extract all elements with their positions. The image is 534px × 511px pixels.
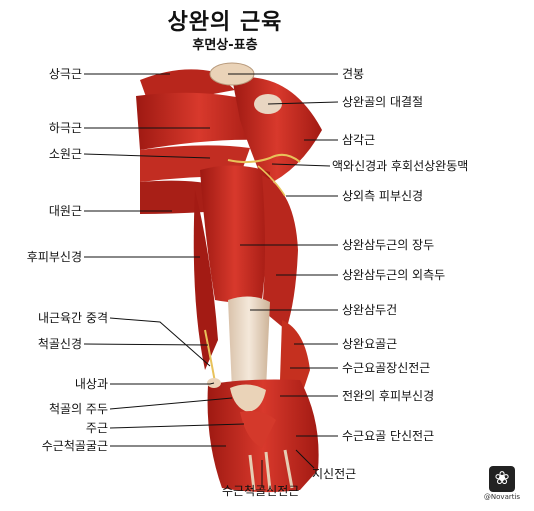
triceps-lateral-head-muscle [262,175,298,330]
leader-lines-left [83,73,245,447]
novartis-logo-icon: ❀ [489,466,515,492]
label-flexor-carpi-ulnaris: 수근척골굴근 [41,439,108,453]
triceps-long-head-muscle [200,165,270,303]
leader-lines-right [228,73,339,469]
label-greater-tubercle: 상완골의 대결절 [342,95,424,109]
logo-text: @Novartis [483,493,521,501]
infraspinatus-muscle [136,92,262,150]
label-olecranon: 척골의 주두 [48,402,108,416]
medial-muscle-band [193,190,218,370]
label-triceps-lateral-head: 상완삼두근의 외측두 [342,268,446,282]
ulnar-nerve [204,329,216,383]
label-axillary-nerve: 액와신경과 후회선상완동맥 [332,159,469,173]
axillary-nerve [227,153,301,164]
label-infraspinatus: 하극근 [48,121,82,135]
label-teres-major: 대원근 [48,204,82,218]
label-ecr-brevis: 수근요골 단신전근 [342,429,435,443]
label-posterior-cutaneous-nerve: 후피부신경 [26,250,82,264]
label-deltoid: 삼각근 [342,133,376,147]
forearm-tendons [248,449,294,491]
label-anconeus: 주근 [85,421,108,435]
label-ulnar-nerve: 척골신경 [37,337,82,351]
triceps-tendon [228,296,270,395]
novartis-logo: ❀ @Novartis [482,466,522,502]
diagram-subtitle: 후면상-표층 [192,38,258,53]
label-forearm-posterior-cutaneous-nerve: 전완의 후피부신경 [342,389,435,403]
label-supraspinatus: 상극근 [48,67,82,81]
diagram-title: 상완의 근육 [167,10,283,35]
label-acromion: 견봉 [342,67,365,81]
label-teres-minor: 소원근 [48,147,82,161]
label-extensor-digitorum: 지신전근 [312,467,357,481]
label-extensor-carpi-ulnaris: 수근척골신전근 [222,484,300,498]
label-lateral-cutaneous-nerve: 상외측 피부신경 [342,189,424,203]
nerve-branch [257,165,286,197]
anconeus-muscle [240,411,276,448]
label-triceps-tendon: 상완삼두건 [342,303,398,317]
teres-major-muscle [140,180,220,214]
label-brachioradialis: 상완요골근 [342,337,398,351]
label-triceps-long-head: 상완삼두근의 장두 [342,238,435,252]
label-ecr-longus: 수근요골장신전근 [342,361,431,375]
label-medial-epicondyle: 내상과 [74,377,108,391]
label-medial-intermuscular-septum: 내근육간 중격 [37,311,108,325]
olecranon-bone [230,384,266,412]
